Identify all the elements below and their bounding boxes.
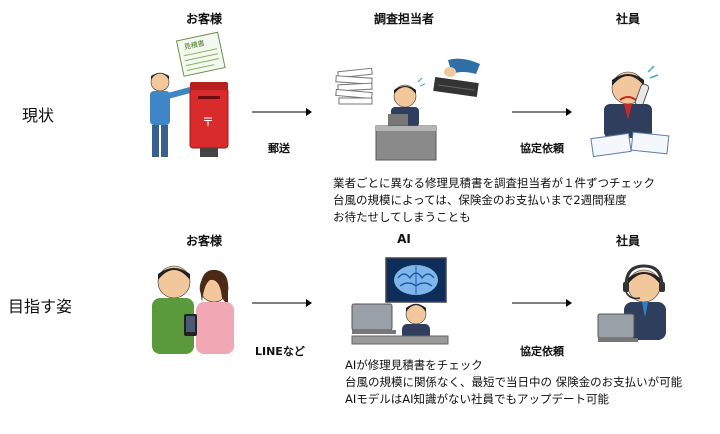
smartphone-icon	[184, 314, 197, 336]
laptop-icon	[597, 313, 638, 342]
row-label-goal: 目指す姿	[8, 297, 73, 316]
arrow-mail	[252, 108, 312, 116]
header-employee-current: 社員	[615, 12, 640, 26]
ai-brain-illustration	[351, 257, 449, 345]
arrow-line-label: LINEなど	[255, 345, 305, 358]
laptop-icon	[351, 303, 396, 334]
description-goal: AIが修理見積書をチェック 台風の規模に関係なく、最短で当日中の 保険金のお支払…	[345, 357, 682, 408]
description-line: お待たせしてしまうことも	[333, 210, 471, 224]
estimate-form-title: 見積書	[183, 38, 205, 51]
row-label-current: 現状	[22, 106, 55, 125]
keyboard-icon	[433, 77, 479, 97]
arrow-line	[252, 299, 312, 307]
header-customer-goal: お客様	[185, 234, 222, 248]
arrow-agreement-goal	[512, 299, 572, 307]
description-line: 業者ごとに異なる修理見積書を調査担当者が１件ずつチェック	[333, 176, 655, 190]
paper-stack-icon	[335, 67, 373, 105]
description-line: 台風の規模によっては、保険金のお支払いまで2週間程度	[333, 193, 627, 207]
arrow-mail-label: 郵送	[268, 142, 290, 155]
headset-icon	[623, 264, 665, 300]
arrow-agreement-label-current: 協定依頼	[520, 142, 564, 155]
description-line: AIが修理見積書をチェック	[345, 358, 483, 372]
employee-phone-illustration	[590, 65, 670, 158]
customer-mailing-illustration: 見積書 〒	[150, 31, 229, 157]
svg-text:〒: 〒	[202, 115, 214, 129]
brain-icon	[394, 265, 438, 295]
investigator-illustration	[335, 58, 480, 161]
arrow-agreement-label-goal: 協定依頼	[520, 345, 564, 358]
employee-headset-illustration	[597, 264, 666, 342]
header-ai: AI	[397, 232, 411, 246]
arrow-agreement-current	[512, 108, 572, 116]
description-current: 業者ごとに異なる修理見積書を調査担当者が１件ずつチェック 台風の規模によっては、…	[333, 175, 655, 226]
description-line: 台風の規模に関係なく、最短で当日中の 保険金のお支払いが可能	[345, 375, 683, 389]
header-employee-goal: 社員	[615, 234, 640, 248]
header-customer-current: お客様	[185, 12, 222, 26]
documents-icon	[590, 131, 670, 158]
header-investigator: 調査担当者	[373, 12, 434, 26]
customers-smartphone-illustration	[152, 265, 234, 354]
description-line: AIモデルはAI知識がない社員でもアップデート可能	[345, 392, 610, 406]
